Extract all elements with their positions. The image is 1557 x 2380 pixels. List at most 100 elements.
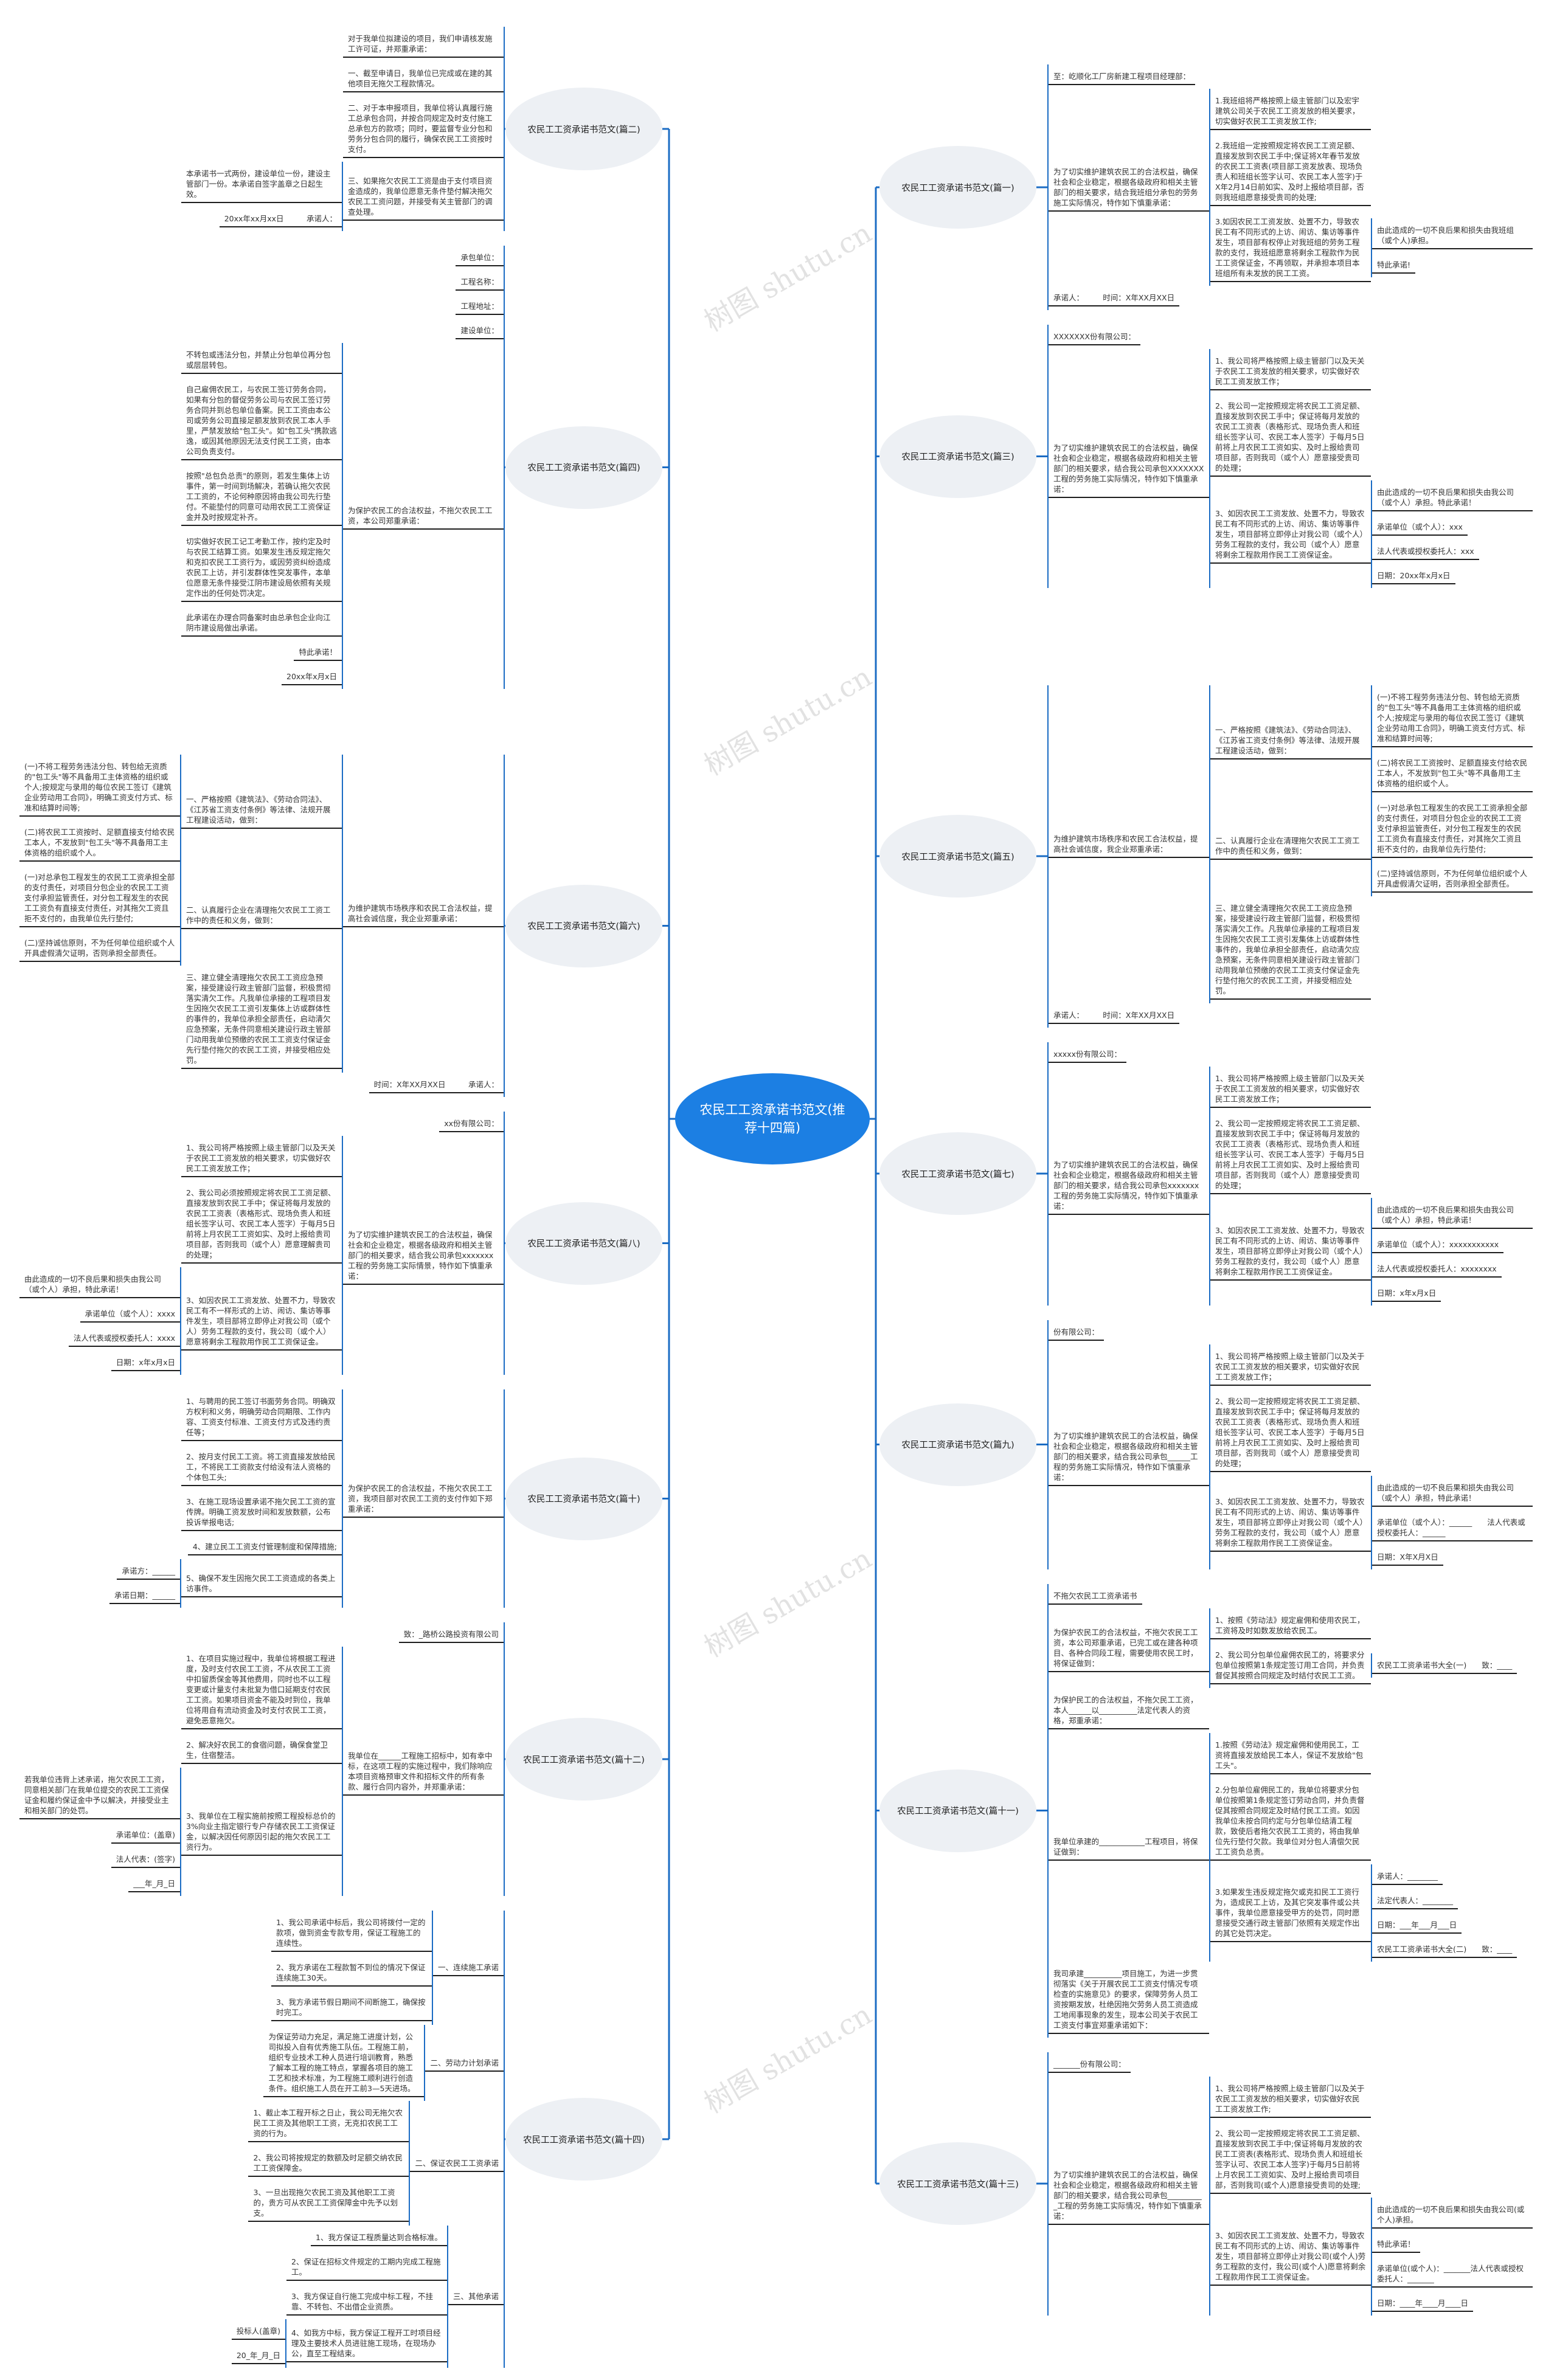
node-text[interactable]: 建设单位： — [456, 322, 504, 339]
node-text[interactable]: 二、认真履行企业在清理拖欠农民工工资工作中的责任和义务，做到： — [181, 902, 342, 929]
node-text[interactable]: 4、如我方中标，我方保证工程开工时项目经理及主要技术人员进驻施工现场，在现场办公… — [286, 2325, 447, 2362]
node-text[interactable]: 1.我班组将严格按照上级主管部门以及宏宇建筑公司关于农民工工资发放的相关要求，切… — [1210, 92, 1371, 130]
node-text[interactable]: 1、与聘用的民工签订书面劳务合同。明确双方权利和义务，明确劳动合同期限、工作内容… — [181, 1393, 342, 1441]
branch-topic[interactable]: 农民工工资承诺书范文(篇十二) — [505, 1718, 662, 1801]
branch-topic[interactable]: 农民工工资承诺书范文(篇八) — [505, 1202, 662, 1285]
root-topic[interactable]: 农民工工资承诺书范文(推荐十四篇) — [675, 1073, 870, 1164]
node-text[interactable]: xxxxx份有限公司： — [1049, 1046, 1126, 1063]
node-text[interactable]: 我单位在______工程施工招标中，如有幸中标，在这项工程的实施过程中，我们除响… — [343, 1748, 504, 1796]
node-text[interactable]: 承诺人： 时间：X年XX月XX日 — [1049, 1007, 1180, 1024]
node-text[interactable]: 为维护建筑市场秩序和农民工合法权益，提高社会诚信度，我企业郑重承诺： — [1049, 831, 1209, 858]
node-text[interactable]: 2、我公司一定按照规定将农民工工资足额、直接发放到农民工手中；保证将每月发放的农… — [1210, 398, 1371, 477]
node-text[interactable]: 2、我公司一定按照规定将农民工工资足额、直接发放到农民工手中;保证将每月发放的农… — [1210, 2125, 1371, 2194]
node-text[interactable]: 1.按照《劳动法》规定雇佣和使用民工，工资将直接发放给民工本人，保证不发放给"包… — [1210, 1737, 1371, 1774]
node-text[interactable]: (一)对总承包工程发生的农民工工资承担全部的支付责任，对项目分包企业的农民工工资… — [1372, 800, 1533, 858]
node-text[interactable]: 1、我公司将严格按照上级主管部门以及关于农民工工资发放的相关要求，切实做好农民工… — [1210, 1348, 1371, 1386]
node-text[interactable]: 2、我公司必须按照规定将农民工工资足额、直接发放到农民工手中；保证将每月发放的农… — [181, 1185, 342, 1264]
node-text[interactable]: (二)将农民工工资按时、足额直接支付给农民工本人，不发放到"包工头"等不具备用工… — [19, 824, 180, 862]
branch-topic[interactable]: 农民工工资承诺书范文(篇十四) — [505, 2098, 662, 2181]
branch-topic[interactable]: 农民工工资承诺书范文(篇一) — [879, 146, 1036, 229]
node-text[interactable]: 我单位承建的____________工程项目，将保证做到： — [1049, 1833, 1209, 1861]
node-text[interactable]: 承诺日期：______ — [109, 1587, 180, 1604]
node-text[interactable]: 3、如因农民工工资发放、处置不力，导致农民工有不同形式的上访、闹访、集访等事件发… — [1210, 1222, 1371, 1281]
node-text[interactable]: 农民工工资承诺书大全(二) 致：____ — [1372, 1941, 1517, 1958]
node-text[interactable]: 日期：____年____月____日 — [1372, 2295, 1474, 2312]
node-text[interactable]: 特此承诺！ — [294, 644, 342, 661]
branch-topic[interactable]: 农民工工资承诺书范文(篇二) — [505, 88, 662, 170]
node-text[interactable]: 1、截止本工程开标之日止，我公司无拖欠农民工工资及其他职工工资，无克扣农民工工资… — [248, 2105, 409, 2142]
node-text[interactable]: 为保护农民工的合法权益，不拖欠农民工工资，我项目部对农民工工资的支付作如下郑重承… — [343, 1480, 504, 1518]
node-text[interactable]: ___年_月_日 — [128, 1875, 180, 1892]
branch-topic[interactable]: 农民工工资承诺书范文(篇六) — [505, 884, 662, 967]
node-text[interactable]: 3、如因农民工工资发放、处置不力，导致农民工有不一样形式的上访、闹访、集访等事件… — [181, 1292, 342, 1351]
node-text[interactable]: 不拖欠农民工工资承诺书 — [1049, 1588, 1142, 1605]
node-text[interactable]: 5、确保不发生因拖欠民工工资造成的各类上访事件。 — [181, 1570, 342, 1597]
node-text[interactable]: 三、如果拖欠农民工工资是由于支付项目资金造成的，我单位愿意无条件垫付解决拖欠农民… — [343, 173, 504, 221]
node-text[interactable]: 由此造成的一切不良后果和损失由我班组（或个人)承担。 — [1372, 222, 1533, 249]
node-text[interactable]: 3、如因农民工工资发放、处置不力，导致农民工有不同形式的上访、闹访、集访等事件发… — [1210, 505, 1371, 564]
node-text[interactable]: 2、保证在招标文件规定的工期内完成工程施工。 — [286, 2254, 447, 2281]
node-text[interactable]: 为了切实维护建筑农民工的合法权益，确保社会和企业稳定，根据各级政府和相关主管部门… — [1049, 164, 1209, 212]
node-text[interactable]: 2.我班组一定按照规定将农民工工资足额、直接发放到农民工手中;保证将X年春节发放… — [1210, 137, 1371, 206]
branch-topic[interactable]: 农民工工资承诺书范文(篇十一) — [879, 1769, 1036, 1852]
node-text[interactable]: 2、我方承诺在工程款暂不到位的情况下保证连续施工30天。 — [271, 1959, 432, 1987]
node-text[interactable]: 三、建立健全清理拖欠农民工工资应急预案，接受建设行政主管部门监督，积极贯彻落实清… — [181, 969, 342, 1069]
node-text[interactable]: 3、一旦出现拖欠农民工资及其他职工工资的，贵方可从农民工工资保障金中先予以划支。 — [248, 2184, 409, 2222]
node-text[interactable]: 此承诺在办理合同备案时由总承包企业向江阴市建设局做出承诺。 — [181, 609, 342, 637]
node-text[interactable]: 1、在项目实施过程中，我单位将根据工程进度，及时支付农民工工资，不从农民工工资中… — [181, 1650, 342, 1729]
node-text[interactable]: 1、我公司将严格按照上级主管部门以及关于农民工工资发放的相关要求，切实做好农民工… — [1210, 2080, 1371, 2118]
node-text[interactable]: 切实做好农民工记工考勤工作，按约定及时与农民工结算工资。如果发生违反规定拖欠和克… — [181, 533, 342, 602]
branch-topic[interactable]: 农民工工资承诺书范文(篇五) — [879, 815, 1036, 898]
node-text[interactable]: 4、建立民工工资支付管理制度和保障措施; — [187, 1538, 342, 1555]
node-text[interactable]: 2、我公司分包单位雇佣农民工的，将要求分包单位按照第1条规定签订用工合同，并负责… — [1210, 1647, 1371, 1684]
node-text[interactable]: 为了切实维护建筑农民工的合法权益，确保社会和企业稳定，根据各级政府和相关主管部门… — [1049, 1157, 1209, 1215]
node-text[interactable]: 日期：X年X月X日 — [1372, 1549, 1443, 1566]
node-text[interactable]: 由此造成的一切不良后果和损失由我公司(或个人)承担。 — [1372, 2201, 1533, 2229]
node-text[interactable]: 一、严格按照《建筑法》、《劳动合同法》、《江苏省工资支付条例》等法律、法规开展工… — [181, 791, 342, 829]
node-text[interactable]: (一)对总承包工程发生的农民工工资承担全部的支付责任，对项目分包企业的农民工工资… — [19, 869, 180, 927]
node-text[interactable]: 本承诺书一式两份，建设单位一份，建设主管部门一份。本承诺自签字盖章之日起生效。 — [181, 165, 342, 203]
node-text[interactable]: 承诺单位（或个人）：xxxx — [80, 1306, 180, 1323]
node-text[interactable]: 按照"总包负总责"的原则，若发生集体上访事件，第一时间到场解决，若确认拖欠农民工… — [181, 468, 342, 526]
node-text[interactable]: 一、截至申请日，我单位已完成或在建的其他项目无拖欠工程款情况。 — [343, 65, 504, 92]
node-text[interactable]: 2、我公司一定按照规定将农民工工资足额、直接发放到农民工手中；保证将每月发放的农… — [1210, 1393, 1371, 1472]
node-text[interactable]: 法定代表人：________ — [1372, 1892, 1458, 1909]
node-text[interactable]: 为保护农民工的合法权益，不拖欠农民工工资，本公司郑重承诺，已完工或在建各种项目、… — [1049, 1624, 1209, 1672]
node-text[interactable]: 日期：x年x月x日 — [111, 1354, 180, 1371]
node-text[interactable]: 三、其他承诺 — [448, 2288, 504, 2305]
node-text[interactable]: 由此造成的一切不良后果和损失由我公司（或个人）承担，特此承诺！ — [19, 1271, 180, 1298]
node-text[interactable]: 承诺单位（或个人）：xxx — [1372, 519, 1468, 536]
node-text[interactable]: 2、按月支付民工工资。将工资直接发放给民工，不将民工工资款支付给没有法人资格的个… — [181, 1448, 342, 1486]
node-text[interactable]: 承诺方：______ — [117, 1563, 180, 1580]
branch-topic[interactable]: 农民工工资承诺书范文(篇十三) — [879, 2142, 1036, 2225]
node-text[interactable]: 工程名称： — [456, 274, 504, 291]
node-text[interactable]: 法人代表：(签字) — [111, 1851, 180, 1868]
node-text[interactable]: 承诺单位（或个人）：______ 法人代表或授权委托人：______ — [1372, 1514, 1533, 1541]
node-text[interactable]: 1、我公司承诺中标后，我公司将拨付一定的款项，做到资金专款专用，保证工程施工的连… — [271, 1914, 432, 1952]
node-text[interactable]: 20_年_月_日 — [231, 2347, 285, 2364]
node-text[interactable]: 一、严格按照《建筑法》、《劳动合同法》、《江苏省工资支付条例》等法律、法规开展工… — [1210, 722, 1371, 759]
node-text[interactable]: 为了切实维护建筑农民工的合法权益，确保社会和企业稳定，根据各级政府和相关主管部门… — [343, 1226, 504, 1285]
node-text[interactable]: 由此造成的一切不良后果和损失由我公司（或个人）承担，特此承诺！ — [1372, 1479, 1533, 1507]
node-text[interactable]: (一)不将工程劳务违法分包、转包给无资质的"包工头"等不具备用工主体资格的组织或… — [19, 758, 180, 817]
node-text[interactable]: 为了切实维护建筑农民工的合法权益，确保社会和企业稳定，根据各级政府和相关主管部门… — [1049, 2167, 1209, 2225]
node-text[interactable]: _______份有限公司： — [1049, 2056, 1131, 2073]
node-text[interactable]: 三、建立健全清理拖欠农民工工资应急预案，接受建设行政主管部门监督，积极贯彻落实清… — [1210, 900, 1371, 1000]
node-text[interactable]: 承诺人：________ — [1372, 1868, 1443, 1885]
node-text[interactable]: 二、保证农民工工资承诺 — [410, 2155, 504, 2172]
node-text[interactable]: 20xx年xx月xx日 承诺人： — [219, 210, 342, 227]
branch-topic[interactable]: 农民工工资承诺书范文(篇十) — [505, 1457, 662, 1540]
node-text[interactable]: 1、我公司将严格按照上级主管部门以及天关于农民工工资发放的相关要求，切实做好农民… — [181, 1140, 342, 1177]
node-text[interactable]: 1、按照《劳动法》规定雇佣和使用农民工，工资将及时如数发放给农民工。 — [1210, 1612, 1371, 1639]
node-text[interactable]: 2、我公司一定按照规定将农民工工资足额、直接发放到农民工手中；保证将每月发放的农… — [1210, 1115, 1371, 1194]
node-text[interactable]: 特此承诺! — [1372, 257, 1416, 274]
node-text[interactable]: 3.如因农民工工资发放、处置不力，导致农民工有不同形式的上访、闹访、集访等事件发… — [1210, 213, 1371, 282]
node-text[interactable]: 不转包或违法分包，并禁止分包单位再分包或层层转包。 — [181, 347, 342, 374]
node-text[interactable]: 工程地址： — [456, 298, 504, 315]
node-text[interactable]: xx份有限公司： — [439, 1115, 504, 1132]
node-text[interactable]: 农民工工资承诺书大全(一) 致：____ — [1372, 1657, 1517, 1674]
node-text[interactable]: 自己雇佣农民工，与农民工签订劳务合同，如果有分包的督促劳务公司与农民工签订劳务合… — [181, 381, 342, 460]
node-text[interactable]: 为维护建筑市场秩序和农民工合法权益，提高社会诚信度，我企业郑重承诺： — [343, 900, 504, 927]
branch-topic[interactable]: 农民工工资承诺书范文(篇三) — [879, 415, 1036, 498]
node-text[interactable]: (二)将农民工工资按时、足额直接支付给农民工本人，不发放到"包工头"等不具备用工… — [1372, 755, 1533, 792]
